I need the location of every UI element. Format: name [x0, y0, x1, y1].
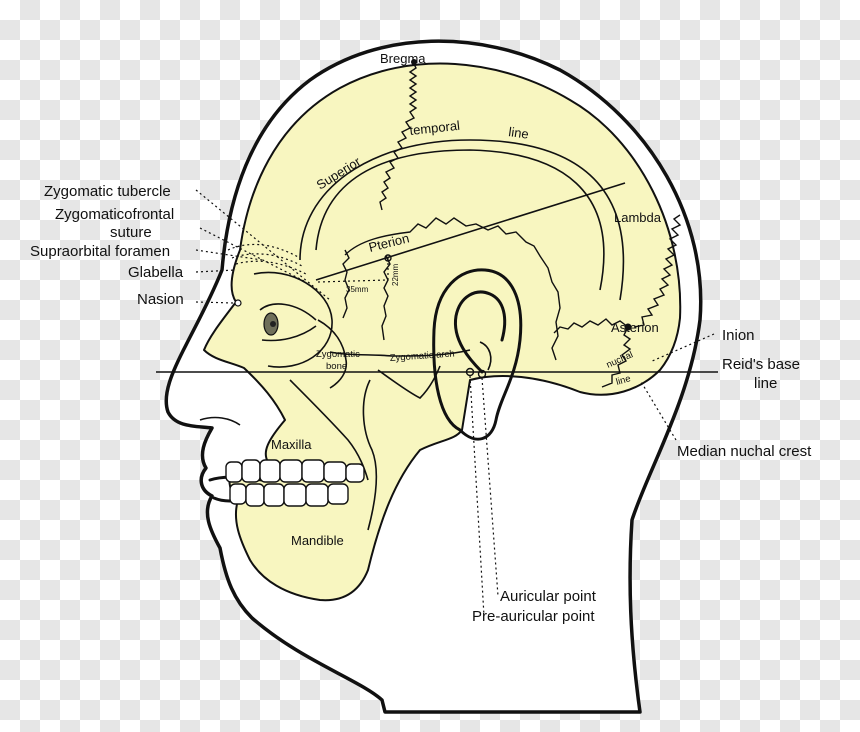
label-asterion: Asterion [611, 320, 659, 335]
label-mandible: Mandible [291, 533, 344, 548]
label-line: line [508, 124, 530, 142]
label-median-nuchal-crest: Median nuchal crest [677, 443, 812, 460]
leader-glabella [195, 269, 237, 273]
squamous-suture [344, 217, 561, 361]
auricular-point-marker [477, 369, 487, 379]
tooth [241, 459, 261, 483]
tooth [301, 459, 325, 483]
pterion-point [384, 254, 392, 262]
pterion-35mm-measure [317, 279, 389, 283]
tooth [245, 483, 265, 507]
tooth [225, 461, 243, 483]
ear-outer [432, 268, 523, 441]
tooth [259, 459, 281, 483]
label-pre-auricular-point: Pre-auricular point [472, 608, 595, 625]
label-zygomaticofrontal: Zygomaticofrontal [55, 206, 174, 223]
label-zygomatic-bone-2: bone [326, 361, 347, 372]
tooth [323, 461, 347, 483]
lower-lambdoid-suture [601, 326, 632, 388]
ear-inner [453, 290, 507, 374]
label-zygomatic-tubercle: Zygomatic tubercle [44, 183, 171, 200]
superior-temporal-line-inner [299, 139, 625, 301]
leader-nasion [195, 301, 235, 304]
tooth [283, 483, 307, 507]
eye-pupil [270, 321, 276, 327]
leader-supraorbital-foramen [195, 249, 263, 261]
label-suture: suture [110, 224, 152, 241]
bregma-point [411, 59, 417, 65]
label-temporal: temporal [409, 118, 461, 138]
leader-zygomatic-tubercle [195, 189, 331, 301]
tooth [327, 483, 349, 505]
label-glabella: Glabella [128, 264, 184, 281]
pre-auricular-point-marker [465, 367, 475, 377]
superior-temporal-line-outer [315, 149, 605, 291]
teeth-group [225, 459, 365, 507]
label-nasion: Nasion [137, 291, 184, 308]
leader-inion [649, 333, 715, 363]
tooth [229, 483, 247, 505]
nasion-point [234, 299, 242, 307]
nostril [199, 416, 241, 426]
occipitomastoid-suture [553, 318, 629, 334]
label-inion: Inion [722, 327, 755, 344]
pterion-suture [342, 249, 350, 319]
eye-upper-lid [259, 303, 317, 321]
label-35mm: 35mm [346, 285, 369, 294]
tooth [279, 459, 303, 483]
label-supraorbital-foramen: Supraorbital foramen [30, 243, 170, 260]
eye-orbit-rim [253, 271, 333, 368]
zygomatic-arch-outline [329, 349, 471, 357]
label-auricular-point: Auricular point [500, 588, 597, 605]
tooth [345, 463, 365, 483]
pterion-reference-line [315, 182, 626, 281]
label-22mm: 22mm [391, 263, 400, 286]
label-maxilla: Maxilla [271, 437, 312, 452]
leader-auricular-point [481, 377, 499, 597]
label-zygomatic-bone-1: Zygomatic [316, 349, 360, 360]
label-reids-base: Reid's base [722, 356, 800, 373]
ear-tragus [479, 341, 492, 371]
frontozygomatic-suture [381, 255, 391, 341]
label-bregma: Bregma [380, 51, 426, 66]
label-lambda: Lambda [614, 210, 662, 225]
leader-pre-auricular-point [469, 375, 485, 617]
asterion-point [624, 323, 632, 331]
label-nuchal-line: line [615, 373, 632, 388]
lambdoid-suture [633, 214, 682, 328]
tooth [305, 483, 329, 507]
coronal-suture [379, 61, 418, 211]
label-reids-line: line [754, 375, 777, 392]
leader-median-nuchal [639, 379, 677, 441]
tooth [263, 483, 285, 507]
label-zygomatic-arch: Zygomatic arch [389, 348, 455, 364]
eye-lower-lid [261, 325, 317, 342]
mandible-outline [362, 379, 378, 531]
